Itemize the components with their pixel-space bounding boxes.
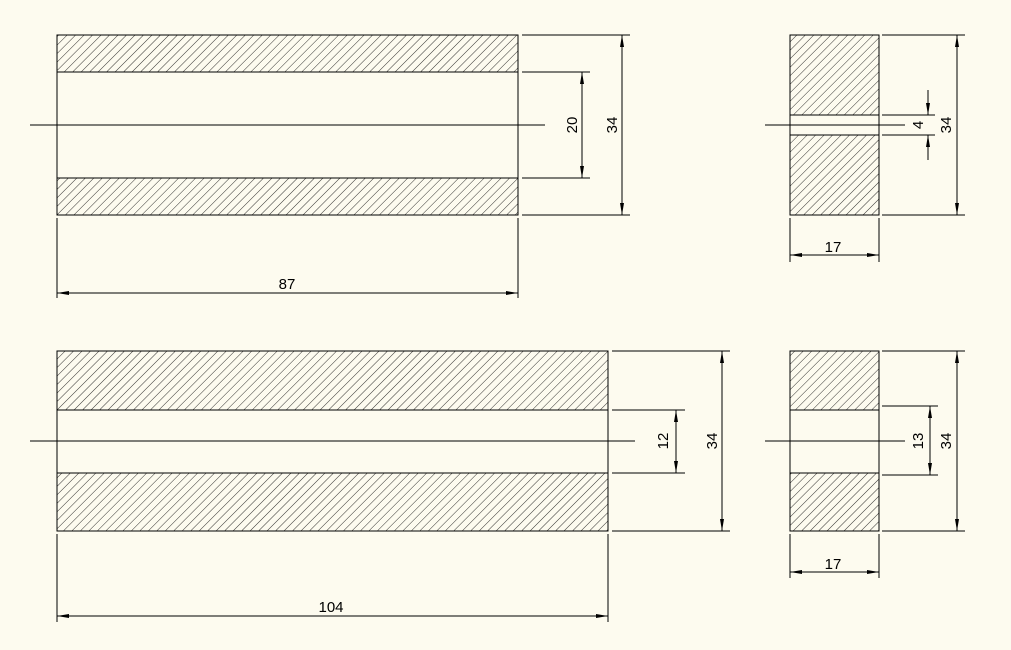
part-2-front-view: 12 34 104 [30, 350, 730, 622]
part-2-side-view: 13 34 17 [765, 350, 965, 578]
hatched-band-bottom [56, 177, 519, 216]
dimension-inner: 20 [522, 71, 590, 179]
dimension-label: 87 [279, 276, 296, 293]
dimension-height: 34 [612, 350, 730, 532]
dimension-width: 17 [789, 218, 880, 262]
dimension-label: 34 [938, 117, 955, 134]
dimension-label: 17 [825, 239, 842, 256]
part-1-side-view: 4 34 17 [765, 34, 965, 262]
hatched-band-top [56, 350, 609, 411]
dimension-label: 104 [318, 599, 343, 616]
hatched-block-bottom [789, 472, 880, 532]
hatched-block-bottom [789, 134, 880, 216]
dimension-label: 4 [910, 121, 927, 129]
dimension-label: 34 [604, 117, 621, 134]
dimension-height: 34 [882, 350, 965, 532]
part-1-front-view: 20 34 87 [30, 34, 630, 298]
dimension-height: 34 [522, 34, 630, 216]
dimension-label: 20 [564, 117, 581, 134]
dimension-label: 13 [910, 433, 927, 450]
dimension-gap: 4 [882, 90, 935, 160]
dimension-width: 17 [789, 534, 880, 578]
dimension-length: 104 [56, 534, 609, 622]
hatched-block-top [789, 350, 880, 411]
dimension-height: 34 [882, 34, 965, 216]
dimension-label: 34 [938, 433, 955, 450]
hatched-block-top [789, 34, 880, 116]
dimension-inner: 12 [612, 409, 685, 474]
dimension-length: 87 [56, 218, 519, 298]
hatched-band-bottom [56, 472, 609, 532]
dimension-gap: 13 [882, 405, 938, 476]
hatched-band-top [56, 34, 519, 73]
dimension-label: 12 [655, 433, 672, 450]
dimension-label: 17 [825, 556, 842, 573]
dimension-label: 34 [704, 433, 721, 450]
